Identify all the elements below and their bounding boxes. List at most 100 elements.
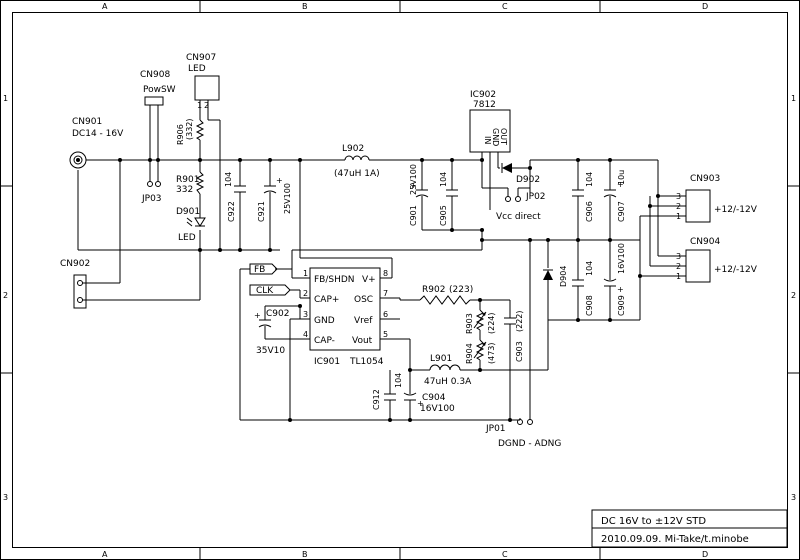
ic902-pin-out: OUT	[499, 128, 508, 145]
cn903-value: +12/-12V	[714, 205, 758, 215]
col-label-top-d: D	[702, 2, 708, 11]
ic901-pin6-name: Vref	[354, 316, 373, 326]
cn904-pin2: 2	[676, 262, 681, 271]
ic901-pin7-num: 7	[383, 289, 388, 298]
d904-ref: D904	[559, 266, 568, 287]
fb-label: FB	[254, 265, 265, 275]
d901-ref: D901	[176, 207, 200, 217]
cn903-ref: CN903	[690, 174, 720, 184]
c905-ref: C905	[439, 205, 448, 226]
col-label-top-c: C	[502, 2, 508, 11]
cn903-pin1: 1	[676, 212, 681, 221]
r903-ref: R903	[465, 313, 474, 334]
cn901-ref: CN901	[72, 117, 102, 127]
col-label-top-b: B	[302, 2, 308, 11]
cn908-power-switch: CN908 PowSW	[140, 70, 176, 106]
r904-ref: R904	[465, 343, 474, 364]
clk-net-flag: CLK	[249, 284, 291, 296]
ic901-converter-ic: 1 2 3 4 FB/SHDN CAP+ GND CAP- 8 7 6 5 V+…	[303, 267, 388, 367]
d901-led: D901 LED	[176, 207, 206, 243]
jp03-ref: JP03	[141, 194, 162, 204]
wires	[77, 105, 686, 421]
l902-inductor: L902 (47uH 1A)	[334, 144, 380, 179]
jp01-ref: JP01	[485, 424, 506, 434]
c921-ref: C921	[257, 201, 266, 222]
c909-capacitor: + 16V100 C909	[603, 243, 626, 316]
ic901-pin1-name: FB/SHDN	[314, 275, 355, 285]
jp01-value: DGND - ADNG	[498, 439, 561, 449]
c908-value: 104	[585, 261, 594, 276]
svg-text:+: +	[617, 285, 624, 294]
ic902-regulator: IC902 7812 IN GND OUT	[469, 90, 511, 153]
col-label-top-a: A	[102, 2, 108, 11]
col-label-bottom-d: D	[702, 550, 708, 559]
title-block-title: DC 16V to ±12V STD	[601, 516, 706, 527]
c904-ref: C904	[422, 393, 446, 403]
c905-capacitor: 104 C905	[439, 172, 458, 226]
c912-ref: C912	[372, 389, 381, 410]
ic901-pin7-name: OSC	[354, 295, 373, 305]
c903-ref: C903	[515, 341, 524, 362]
jp02-value: Vcc direct	[496, 212, 541, 222]
col-label-bottom-b: B	[302, 550, 308, 559]
c905-value: 104	[439, 172, 448, 187]
l901-value: 47uH 0.3A	[424, 377, 472, 387]
c906-value: 104	[585, 172, 594, 187]
r904-resistor: R904 (473)	[465, 339, 496, 364]
l901-ref: L901	[430, 354, 452, 364]
r902-value: (223)	[449, 285, 473, 295]
jp03-jumper: JP03	[141, 181, 162, 204]
ic901-pin5-name: Vout	[352, 336, 373, 346]
jp01-jumper: JP01 DGND - ADNG	[485, 419, 561, 449]
ic901-pin8-name: V+	[362, 275, 376, 285]
c903-value: (222)	[515, 310, 524, 332]
jp02-ref: JP02	[525, 192, 546, 202]
cn902-connector: CN902	[60, 259, 90, 309]
title-block: DC 16V to ±12V STD 2010.09.09. Mi-Take/t…	[591, 509, 788, 548]
cn907-pin2: 2	[204, 101, 209, 110]
cn903-connector: 3 2 1 CN903 +12/-12V	[676, 174, 758, 223]
c904-capacitor: + C904 16V100	[403, 392, 455, 414]
row-label-right-2: 2	[791, 291, 796, 300]
col-label-bottom-c: C	[502, 550, 508, 559]
c909-ref: C909	[617, 295, 626, 316]
c908-capacitor: 104 C908	[572, 261, 594, 316]
jp02-jumper: JP02 Vcc direct	[496, 187, 546, 222]
cn904-connector: 3 2 1 CN904 +12/-12V	[676, 237, 758, 283]
c901-value: 25V100	[409, 164, 418, 195]
d902-ref: D902	[516, 175, 540, 185]
ic901-pin4-name: CAP-	[314, 336, 335, 346]
r906-value: (332)	[185, 118, 194, 140]
c906-ref: C906	[585, 201, 594, 222]
ic901-pin2-name: CAP+	[314, 295, 339, 305]
cn907-value: LED	[188, 64, 206, 74]
c912-capacitor: 104 C912	[372, 373, 403, 410]
cn901-dc-jack: CN901 DC14 - 16V	[69, 117, 124, 169]
c902-value: 35V10	[256, 346, 285, 356]
cn902-ref: CN902	[60, 259, 90, 269]
ic901-ref: IC901	[314, 357, 340, 367]
d901-value: LED	[178, 233, 196, 243]
c903-capacitor: (222) C903	[504, 310, 524, 362]
l902-value: (47uH 1A)	[334, 169, 380, 179]
c922-ref: C922	[227, 201, 236, 222]
ic901-pin1-num: 1	[303, 269, 308, 278]
c909-value: 16V100	[617, 243, 626, 274]
r901-value: 332	[176, 185, 193, 195]
cn907-ref: CN907	[186, 53, 216, 63]
l901-inductor: L901 47uH 0.3A	[424, 354, 472, 387]
cn904-pin1: 1	[676, 272, 681, 281]
row-label-left-1: 1	[3, 94, 8, 103]
ic901-pin3-num: 3	[303, 310, 308, 319]
c908-ref: C908	[585, 295, 594, 316]
r906-ref: R906	[176, 124, 185, 145]
c902-capacitor: + C902 35V10	[254, 309, 289, 356]
svg-text:+: +	[617, 180, 624, 189]
c922-value: 104	[224, 172, 233, 187]
svg-text:+: +	[276, 176, 283, 185]
junction-dots	[118, 158, 660, 422]
cn907-pin1: 1	[197, 101, 202, 110]
ic901-pin8-num: 8	[383, 269, 388, 278]
c922-capacitor: 104 C922	[224, 172, 246, 222]
col-label-bottom-a: A	[102, 550, 108, 559]
